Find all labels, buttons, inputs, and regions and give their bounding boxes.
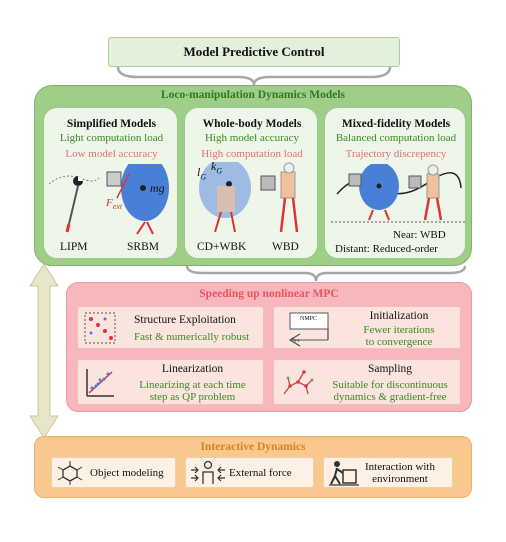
speedup-title: Speeding up nonlinear MPC [199,288,339,300]
sparse-matrix-icon [84,312,116,344]
srbm-label: SRBM [127,241,159,253]
nmpc-warmstart-icon [288,312,329,347]
external-force-label: External force [229,466,292,479]
structure-exploitation-desc: Fast & numerically robust [134,331,250,343]
dynamics-models-title: Loco-manipulation Dynamics Models [160,89,345,101]
lipm-label: LIPM [60,241,88,253]
mpc-title: Model Predictive Control [183,44,325,59]
lipm-srbm-illustration [49,164,169,235]
initialization-card: NMPC xk-1 Initialization Fewer iteration… [273,306,461,349]
linearization-title: Linearization [161,363,224,375]
sampling-desc1: Suitable for discontinuous [332,379,448,391]
initialization-desc2: to convergence [365,336,433,348]
simplified-title: Simplified Models [66,118,157,130]
linearization-desc1: Linearizing at each time [139,379,246,391]
interactive-dynamics-title: Interactive Dynamics [200,441,306,453]
cd-wbk-label: CD+WBK [197,241,247,253]
mixed-fidelity-title: Mixed-fidelity Models [341,118,451,130]
nmpc-icon-sub: xk-1 [292,336,300,344]
mixed-fidelity-line2: Trajectory discrepency [345,148,447,160]
sampling-tree-icon [283,370,314,395]
simplified-line1: Light computation load [59,132,164,144]
cd-wbd-illustration [199,162,299,233]
mixed-fidelity-illustration [331,164,465,223]
top-brace [116,67,392,86]
lg-label: lG [197,165,207,182]
simplified-line2: Low model accuracy [65,148,158,160]
structure-exploitation-title: Structure Exploitation [134,314,236,326]
linearization-card: Linearization Linearizing at each time s… [77,359,264,405]
near-wbd-label: Near: WBD [393,229,446,241]
object-modeling-label: Object modeling [90,466,164,479]
initialization-title: Initialization [369,310,429,322]
initialization-desc1: Fewer iterations [363,324,435,336]
middle-brace [185,266,467,282]
interaction-environment-card: Interaction with environment [323,457,453,488]
nmpc-icon-label: NMPC [300,316,318,322]
person-box-icon [329,460,359,486]
whole-body-line1: High model accuracy [204,132,300,144]
scatter-trend-icon [86,369,114,397]
mixed-fidelity-models-panel: Mixed-fidelity Models Balanced computati… [324,107,466,259]
mg-label: mg [150,181,165,195]
interaction-environment-line2: environment [372,472,428,485]
simplified-models-panel: Simplified Models Light computation load… [43,107,178,259]
interaction-environment-text: Interaction with environment [365,461,435,485]
kg-label: kG [211,159,223,176]
linearization-desc2: step as QP problem [149,391,236,403]
feedback-double-arrow [29,263,59,439]
sampling-desc2: dynamics & gradient-free [333,391,447,403]
whole-body-line2: High computation load [201,148,303,160]
fext-label: Fext [106,197,123,212]
object-modeling-card: Object modeling [51,457,176,488]
sampling-card: Sampling Suitable for discontinuous dyna… [273,359,461,405]
mpc-title-box: Model Predictive Control [108,37,400,67]
whole-body-models-panel: Whole-body Models High model accuracy Hi… [184,107,318,259]
mixed-fidelity-line1: Balanced computation load [335,132,457,144]
distant-reduced-label: Distant: Reduced-order [335,243,438,255]
sampling-title: Sampling [367,363,413,375]
whole-body-title: Whole-body Models [202,118,302,130]
person-force-icon [191,460,225,484]
structure-exploitation-card: Structure Exploitation Fast & numericall… [77,306,264,349]
interaction-environment-line1: Interaction with [365,460,435,473]
wbd-label: WBD [272,241,299,253]
cube-network-icon [57,460,83,485]
external-force-card: External force [185,457,314,488]
